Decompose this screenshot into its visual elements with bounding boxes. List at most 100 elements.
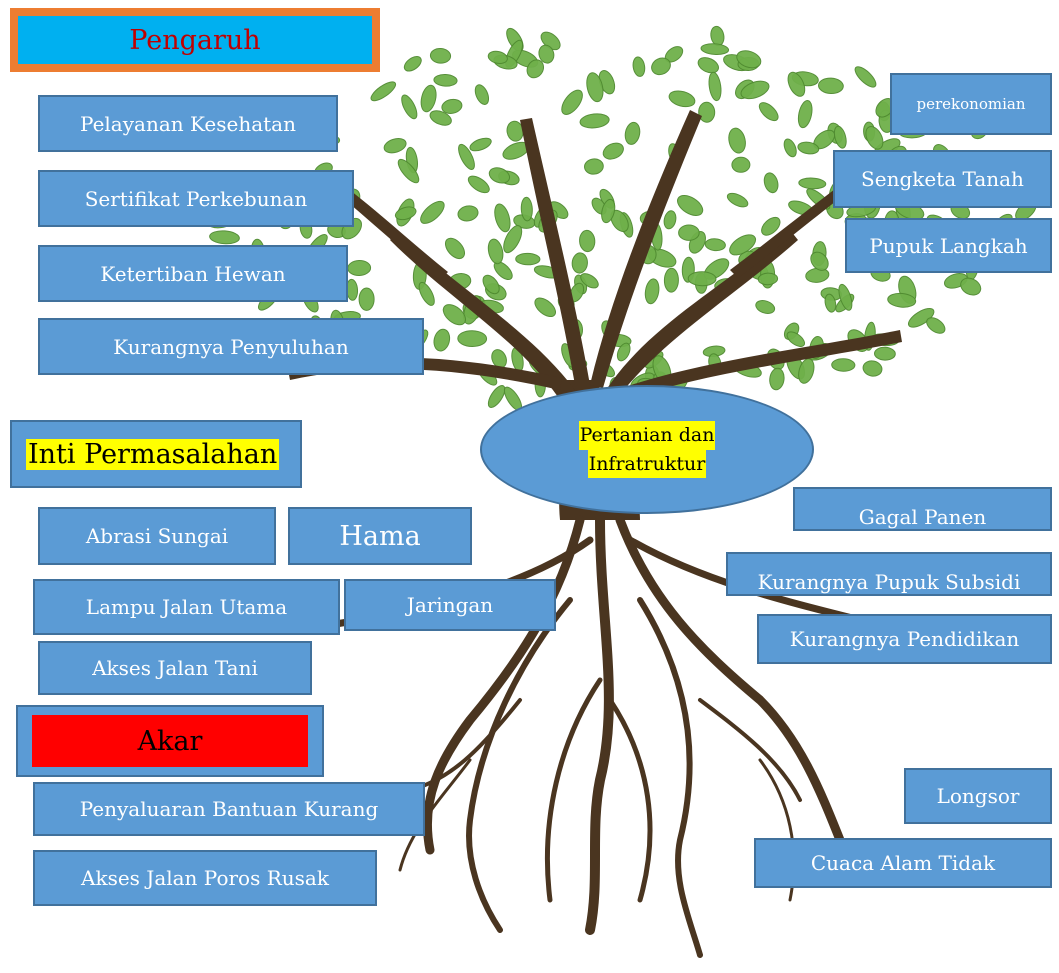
leaf	[838, 283, 853, 311]
leaf	[798, 358, 815, 384]
core-line-2: Infratruktur	[587, 449, 707, 478]
leaf	[758, 102, 779, 122]
leaf	[668, 90, 696, 108]
leaf	[601, 198, 616, 224]
leaf	[798, 177, 827, 190]
leaf	[370, 81, 397, 102]
leaf	[488, 167, 511, 184]
leaf	[740, 80, 770, 100]
leaf	[442, 304, 467, 326]
leaf	[728, 127, 746, 154]
pengaruh-item: perekonomian	[890, 73, 1052, 135]
leaf	[726, 192, 749, 208]
leaf	[632, 56, 646, 77]
leaf	[755, 300, 776, 314]
leaf	[810, 251, 829, 271]
leaf	[503, 225, 523, 254]
leaf	[429, 110, 452, 126]
leaf	[441, 98, 463, 114]
leaf	[494, 203, 511, 233]
inti-item: Jaringan	[344, 579, 556, 631]
pengaruh-item: Kurangnya Penyuluhan	[38, 318, 424, 375]
leaf	[783, 138, 797, 158]
leaf	[960, 277, 982, 296]
pengaruh-item: Sertifikat Perkebunan	[38, 170, 354, 227]
pengaruh-heading-label: Pengaruh	[18, 16, 372, 64]
core-line-1: Pertanian dan	[578, 421, 716, 450]
leaf	[797, 100, 813, 129]
leaf	[433, 73, 458, 87]
leaf	[586, 72, 604, 103]
leaf	[515, 252, 541, 266]
inti-item: Gagal Panen	[793, 487, 1052, 531]
core-problem-ellipse: Pertanian dan Infratruktur	[480, 385, 814, 514]
pengaruh-item: Pupuk Langkah	[845, 218, 1052, 273]
inti-heading: Inti Permasalahan	[10, 420, 302, 488]
akar-heading: Akar	[16, 705, 324, 777]
leaf	[787, 71, 806, 97]
leaf	[833, 125, 847, 149]
leaf	[420, 200, 445, 224]
leaf	[651, 57, 671, 76]
leaf	[420, 84, 437, 113]
leaf	[708, 71, 722, 102]
akar-item: Akses Jalan Poros Rusak	[33, 850, 377, 906]
leaf	[444, 237, 466, 260]
leaf	[457, 205, 479, 222]
leaf	[602, 142, 624, 160]
leaf	[358, 287, 375, 311]
leaf	[584, 158, 604, 175]
leaf	[401, 94, 418, 120]
pengaruh-heading: Pengaruh	[10, 8, 380, 72]
akar-heading-label: Akar	[32, 715, 308, 767]
leaf	[761, 216, 781, 236]
leaf	[467, 175, 490, 194]
leaf	[579, 229, 596, 253]
leaf	[865, 126, 884, 150]
leaf	[700, 43, 730, 55]
leaf	[663, 210, 677, 230]
leaf	[624, 121, 641, 145]
leaf	[474, 84, 490, 105]
leaf	[874, 346, 896, 361]
pengaruh-item: Ketertiban Hewan	[38, 245, 348, 302]
leaf	[561, 89, 583, 115]
pengaruh-item: Sengketa Tanah	[833, 150, 1052, 208]
leaf	[469, 137, 492, 152]
leaf	[663, 267, 679, 293]
leaf	[579, 113, 610, 129]
leaf	[757, 272, 779, 286]
inti-item: Kurangnya Pendidikan	[757, 614, 1052, 664]
leaf	[763, 172, 779, 194]
leaf	[831, 358, 856, 372]
inti-item: Kurangnya Pupuk Subsidi	[726, 552, 1052, 596]
inti-item: Abrasi Sungai	[38, 507, 276, 565]
akar-item: Longsor	[904, 768, 1052, 824]
leaf	[616, 342, 631, 362]
leaf	[487, 50, 508, 65]
inti-item: Akses Jalan Tani	[38, 641, 312, 695]
leaf	[418, 281, 435, 306]
leaf	[677, 195, 704, 216]
leaf	[433, 328, 451, 352]
akar-item: Penyaluaran Bantuan Kurang	[33, 782, 425, 836]
inti-heading-label: Inti Permasalahan	[26, 438, 280, 470]
leaf	[403, 56, 422, 72]
leaf	[797, 141, 820, 155]
leaf	[482, 274, 500, 295]
leaf	[383, 138, 407, 154]
inti-item: Hama	[288, 507, 472, 565]
leaf	[887, 292, 917, 308]
leaf	[678, 224, 700, 241]
leaf	[854, 66, 877, 88]
leaf	[580, 273, 599, 289]
inti-item: Lampu Jalan Utama	[33, 579, 340, 635]
leaf	[824, 293, 837, 313]
pengaruh-item: Pelayanan Kesehatan	[38, 95, 338, 152]
leaf	[347, 259, 372, 277]
leaf	[907, 307, 935, 328]
leaf	[394, 206, 417, 221]
leaf	[818, 77, 844, 95]
leaf	[538, 44, 555, 64]
leaf	[736, 50, 762, 69]
